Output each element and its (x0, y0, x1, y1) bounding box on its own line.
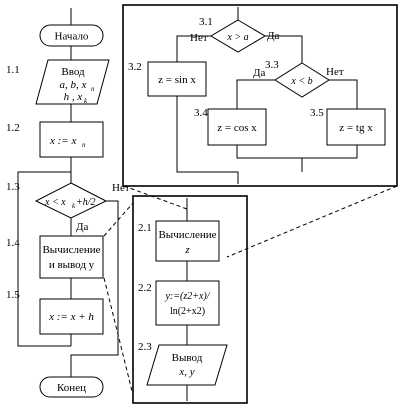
sin-block (147, 61, 207, 97)
output-block (146, 344, 228, 386)
start-label: Начало (55, 31, 89, 43)
cond-rest: +h/2 (76, 197, 96, 208)
formula-line1: y:=(z2+x)/ (164, 291, 210, 302)
step-number: 2.3 (138, 341, 152, 353)
no-branch-line (176, 35, 211, 62)
step-number: 1.4 (6, 237, 20, 249)
assign-sub: n (82, 141, 86, 149)
input-sub-n: n (91, 85, 95, 93)
cond1-no-label: Нет (190, 32, 208, 44)
tg-text: z = tg x (339, 122, 373, 134)
tg-block (326, 108, 386, 146)
input-line1: Ввод (61, 66, 85, 78)
condition-x-gt-a (210, 19, 266, 53)
cos-text: z = cos x (217, 122, 257, 134)
loop-back-line (17, 171, 71, 347)
input-line2: a, b, x (60, 79, 87, 91)
step-number: 1.2 (6, 122, 20, 134)
step-number: 3.4 (194, 107, 208, 119)
yes-branch-line (236, 79, 275, 109)
output-line2: x, y (178, 366, 194, 378)
step-number: 1.3 (6, 181, 20, 193)
output-line1: Вывод (172, 352, 203, 364)
end-label: Конец (57, 382, 86, 394)
compute-z-block (155, 220, 220, 262)
cond-yes-label: Да (76, 221, 89, 233)
cond-sub: k (72, 202, 76, 210)
condition-x-lt-b (274, 62, 330, 98)
compute-line1: Вычисление (42, 244, 100, 256)
sin-text: z = sin x (158, 74, 196, 86)
exit-line (70, 200, 119, 377)
detail-block-3: x > a Нет Да x < b Да Нет z = sin x z = … (122, 4, 398, 187)
formula-line2: ln(2+x2) (170, 306, 205, 317)
end-terminator (39, 376, 104, 398)
cond-no-label: Нет (112, 182, 130, 194)
step-text: x := x + h (48, 311, 94, 323)
cond2-no-label: Нет (326, 66, 344, 78)
cond2-text: x < b (290, 76, 312, 87)
step-number: 3.2 (128, 61, 142, 73)
callout-line (103, 202, 134, 237)
yes-branch-line (265, 35, 303, 63)
cond-text: x < x (44, 197, 66, 208)
compute-output-block (39, 235, 104, 279)
main-flowchart: Начало Ввод a, b, x n h , x k x := x n x… (6, 8, 130, 398)
start-terminator (39, 24, 104, 47)
no-branch-line (329, 79, 358, 109)
detail-block-2: Вычисление z y:=(z2+x)/ ln(2+x2) Вывод x… (132, 195, 248, 404)
callout-lines (103, 185, 398, 396)
step-number: 3.3 (265, 59, 279, 71)
formula-block (155, 280, 220, 326)
detail-frame-2 (132, 195, 248, 404)
compute-line2: и вывод y (49, 259, 95, 271)
merge-line (236, 145, 358, 159)
callout-line (103, 277, 134, 396)
compute-z-line1: Вычисление (158, 229, 216, 241)
step-number: 3.1 (199, 16, 213, 28)
cond1-text: x > a (226, 32, 248, 43)
assign-text: x := x (49, 135, 76, 147)
merge-line (176, 96, 239, 184)
cond2-yes-label: Да (253, 67, 266, 79)
assign-block (39, 121, 104, 158)
step-number: 1.1 (6, 64, 20, 76)
step-block (39, 298, 104, 335)
input-block (35, 59, 110, 105)
step-number: 2.1 (138, 222, 152, 234)
input-sub-k: k (84, 97, 88, 105)
cond1-yes-label: Да (267, 30, 280, 42)
input-line3: h , x (64, 91, 83, 103)
cos-block (207, 108, 267, 146)
loop-condition (34, 182, 108, 219)
callout-line (226, 185, 398, 258)
compute-z-line2: z (184, 244, 190, 256)
step-number: 3.5 (310, 107, 324, 119)
step-number: 2.2 (138, 282, 152, 294)
detail-frame-3 (122, 4, 398, 187)
step-number: 1.5 (6, 289, 20, 301)
